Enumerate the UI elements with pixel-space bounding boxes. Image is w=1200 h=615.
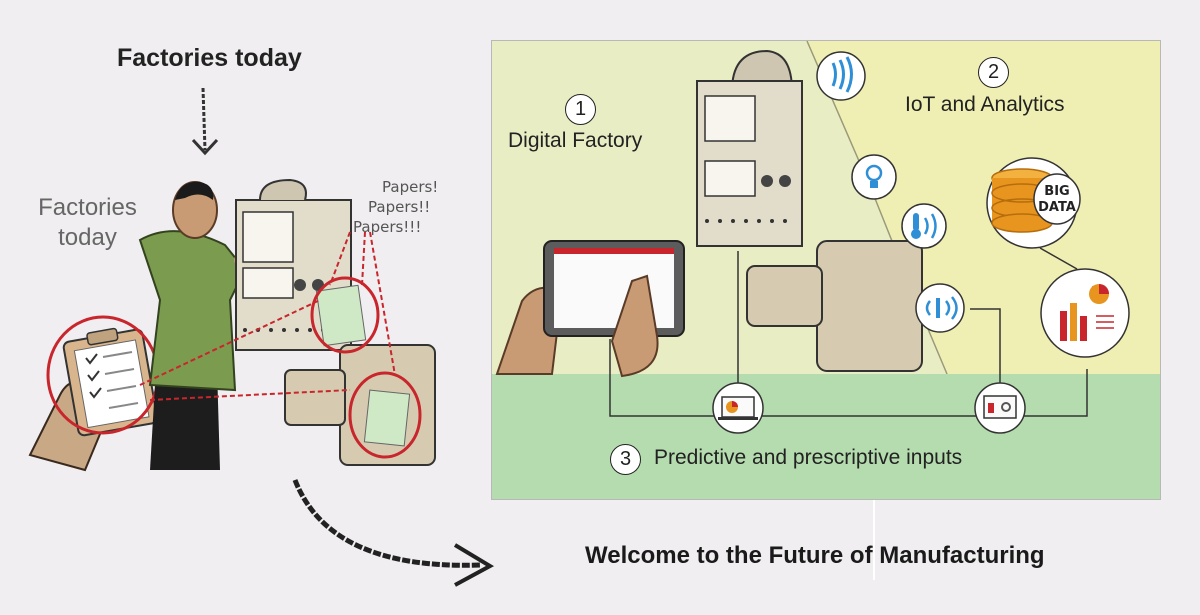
lightbulb-icon <box>851 154 897 200</box>
papers-callout-lines <box>139 231 396 401</box>
step-3-badge: 3 <box>610 444 641 475</box>
curved-arrow-icon <box>292 479 495 587</box>
papers-text-1: Papers! <box>382 178 439 196</box>
laptop-report-icon <box>712 382 764 434</box>
panel-illustration: BIG DATA <box>492 41 1160 499</box>
left-machine-illustration <box>235 178 436 466</box>
future-factory-panel: BIG DATA 1 Digital <box>491 40 1161 500</box>
clipboard-hand-illustration <box>28 327 159 472</box>
signal-sensor-icon <box>915 283 965 333</box>
temperature-sensor-icon <box>901 203 947 249</box>
paper-highlight-circle-2 <box>348 371 422 459</box>
papers-text-2: Papers!! <box>368 198 431 216</box>
papers-text-3: Papers!!! <box>353 218 422 236</box>
big-data-label-line1: BIG <box>1044 184 1069 199</box>
dashboard-settings-icon <box>974 382 1026 434</box>
step-1-badge: 1 <box>565 94 596 125</box>
tablet-illustration <box>495 240 685 378</box>
wifi-icon <box>816 51 866 101</box>
step-1-label: Digital Factory <box>508 129 643 152</box>
welcome-headline: Welcome to the Future of Manufacturing <box>585 542 1045 569</box>
analytics-chart-icon <box>1040 268 1130 358</box>
factories-today-header: Factories today <box>117 44 302 72</box>
step-3-label: Predictive and prescriptive inputs <box>654 446 963 469</box>
bigdata-analytics-connector <box>1039 247 1078 270</box>
step-2-label: IoT and Analytics <box>905 93 1065 116</box>
paper-highlight-circle-1 <box>310 276 380 354</box>
connector-lines <box>609 251 1088 417</box>
down-arrow-icon <box>191 87 219 156</box>
big-data-label-line2: DATA <box>1038 200 1076 215</box>
paper-notes-illustration <box>315 284 411 447</box>
step-2-badge: 2 <box>978 57 1009 88</box>
factories-today-label: Factories today <box>38 194 137 251</box>
big-data-icon <box>986 157 1081 249</box>
